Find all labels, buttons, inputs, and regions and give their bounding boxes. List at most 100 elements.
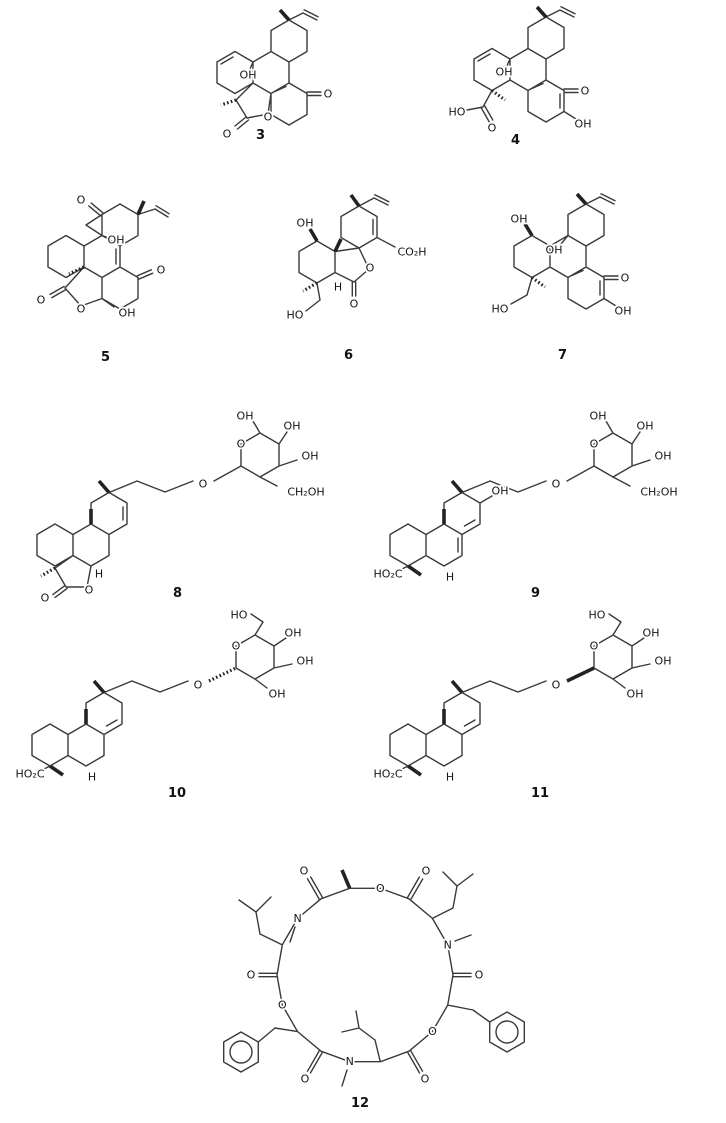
sugar-hydroxyl-label: OH (637, 420, 654, 433)
skeleton-bonds (389, 613, 651, 772)
top-hydroxyl-label: OH (511, 213, 528, 226)
compound-12-structure: O O O N N N O O O O O O (223, 863, 525, 1087)
macrocycle-bonds (223, 871, 525, 1087)
sugar-ring-oxygen-label: O (237, 438, 246, 451)
compound-10-structure: HO₂C H O O HO OH OH OH (14, 607, 315, 786)
aromatic-ring-circle (495, 1020, 519, 1044)
acid-hydroxyl-label: HO (449, 106, 466, 119)
compound-8: O O H O O OH OH OH CH₂OH 8 (15, 400, 360, 610)
skeleton-bonds (216, 9, 322, 130)
enol-hydroxyl-label: OH (615, 305, 632, 318)
compound-7: OH OH O OH HO 7 (465, 192, 650, 367)
compound-6-number: 6 (344, 348, 354, 363)
wedge-bonds (523, 192, 588, 237)
glycosidic-oxygen-label: O (199, 478, 208, 491)
sugar-ring-oxygen-label: O (232, 640, 241, 653)
sugar-hydroxyl-label: OH (284, 420, 301, 433)
skeleton-bonds (389, 420, 651, 572)
compound-10-number: 10 (168, 786, 187, 801)
skeleton-bonds (47, 202, 170, 310)
stereo-hydrogen-label: H (446, 571, 454, 584)
hydroxymethyl-label: HO (492, 303, 509, 316)
sugar-hydroxyl-label: OH (269, 688, 286, 701)
ester-oxygen-label: O (376, 882, 385, 895)
carbonyl-oxygen-label: O (37, 294, 46, 307)
glycosidic-oxygen-label: O (194, 679, 203, 692)
hash-bonds (68, 265, 85, 276)
hash-bonds (40, 566, 56, 578)
lactone-oxygen-label: O (85, 584, 94, 597)
wedge-bonds (535, 5, 548, 19)
top-ketone-oxygen-label: O (77, 194, 86, 207)
carbonyl-oxygen-label: O (41, 592, 50, 605)
core-hydroxyl-label: OH (492, 485, 509, 498)
hash-bonds (220, 98, 237, 107)
sugar-ring-oxygen-label: O (590, 640, 599, 653)
compound-3-number: 3 (256, 128, 266, 143)
compound-7-structure: OH OH O OH HO (490, 192, 633, 319)
carboxyl-label: HO₂C (15, 768, 44, 781)
sugar-hydroxyl-label: OH (655, 450, 672, 463)
wedge-bonds (136, 200, 146, 216)
skeleton-bonds (36, 420, 298, 599)
compound-11-structure: HO₂C H O O HO OH OH OH (372, 607, 673, 786)
sugar-ring-oxygen-label: O (590, 438, 599, 451)
lactone-oxygen-label: O (264, 111, 273, 124)
nitrogen-label: N (293, 912, 301, 925)
ketone-oxygen-label: O (621, 272, 630, 285)
hydroxyl-label: OH (108, 234, 125, 247)
wedge-bonds (406, 479, 464, 577)
stereo-hydrogen-label: H (446, 771, 454, 784)
compound-12-number: 12 (351, 1096, 370, 1111)
hydroxymethyl-label: HO (589, 609, 606, 622)
ester-oxygen-label: O (278, 999, 287, 1012)
ketone-oxygen-label: O (324, 88, 333, 101)
wedge-bonds (340, 869, 352, 889)
carbonyl-oxygen-label: O (422, 865, 431, 878)
hydroxymethyl-label: CH₂OH (640, 486, 677, 499)
compound-9-number: 9 (531, 586, 541, 601)
skeleton-bonds (466, 6, 579, 123)
mid-hydroxyl-label: OH (546, 244, 563, 257)
wedge-bonds (406, 666, 595, 777)
stereo-hydrogen-label: H (95, 568, 103, 581)
hemiketal-hydroxyl-label: OH (119, 307, 136, 320)
hydroxymethyl-label: HO (231, 609, 248, 622)
skeleton-bonds (510, 193, 619, 310)
compound-10: HO₂C H O O HO OH OH OH 10 (10, 605, 360, 805)
compound-11-number: 11 (531, 786, 550, 801)
sugar-hydroxyl-label: OH (285, 627, 302, 640)
sugar-hydroxyl-label: OH (237, 410, 254, 423)
carboxyl-label: CO₂H (397, 246, 426, 259)
sugar-hydroxyl-label: OH (590, 410, 607, 423)
compound-3: OH O O O 3 (168, 8, 353, 158)
wedge-bonds (278, 8, 291, 22)
compound-9: HO₂C H OH O O OH OH OH CH₂OH 9 (368, 400, 713, 610)
nitrogen-label: N (444, 938, 452, 951)
carbonyl-oxygen-label: O (223, 128, 232, 141)
skeleton-bonds (31, 613, 293, 772)
hash-bonds (208, 666, 237, 683)
compound-11: HO₂C H O O HO OH OH OH 11 (368, 605, 718, 805)
compound-8-structure: O O H O O OH OH OH CH₂OH (36, 408, 326, 606)
hydroxymethyl-label: HO (287, 309, 304, 322)
compound-6-structure: OH CO₂H O O HO H (285, 193, 428, 323)
glycosidic-oxygen-label: O (552, 478, 561, 491)
sugar-hydroxyl-label: OH (627, 688, 644, 701)
carboxyl-label: HO₂C (373, 568, 402, 581)
stereo-hydrogen-label: H (334, 281, 342, 294)
ketone-oxygen-label: O (157, 264, 166, 277)
sugar-hydroxyl-label: OH (297, 655, 314, 668)
glycosidic-oxygen-label: O (552, 679, 561, 692)
compound-4-number: 4 (511, 133, 521, 148)
carbonyl-oxygen-label: O (300, 865, 309, 878)
hash-bonds (302, 281, 318, 293)
carboxyl-label: HO₂C (373, 768, 402, 781)
lactone-oxygen-label: O (77, 303, 86, 316)
stereo-hydrogen-label: H (88, 771, 96, 784)
compound-4-structure: OH O OH O HO (447, 5, 593, 136)
hydroxyl-label: OH (240, 69, 257, 82)
compound-8-number: 8 (173, 586, 183, 601)
carbonyl-oxygen-label: O (421, 1073, 430, 1086)
